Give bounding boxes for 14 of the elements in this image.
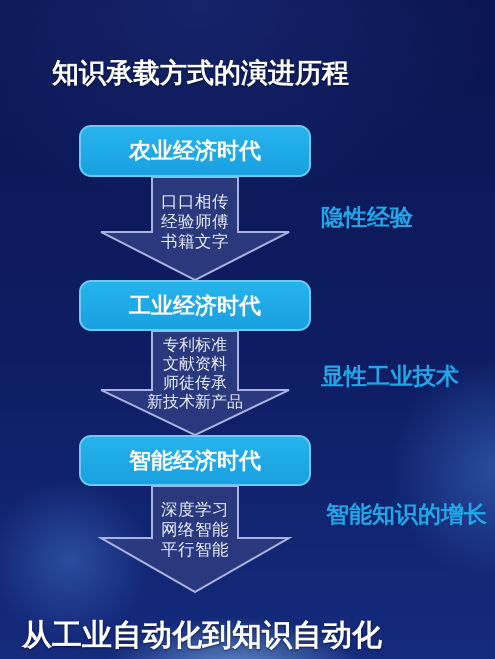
block-arrow [97, 485, 293, 594]
edge-label: 深度学习网络智能平行智能 [161, 500, 229, 560]
side-note: 隐性经验 [321, 205, 413, 231]
caption: 从工业自动化到知识自动化 [22, 618, 382, 654]
stage-box: 工业经济时代 [79, 280, 311, 331]
title: 知识承载方式的演进历程 [52, 58, 349, 90]
side-note: 显性工业技术 [321, 364, 459, 390]
block-arrow [100, 330, 290, 436]
side-note: 智能知识的增长 [326, 502, 487, 528]
stage-box: 农业经济时代 [79, 125, 311, 177]
stage-box: 智能经济时代 [79, 435, 311, 486]
edge-label: 专利标准文献资料师徒传承新技术新产品 [147, 335, 243, 411]
edge-label: 口口相传经验师傅书籍文字 [161, 192, 229, 252]
block-arrow [100, 176, 290, 282]
